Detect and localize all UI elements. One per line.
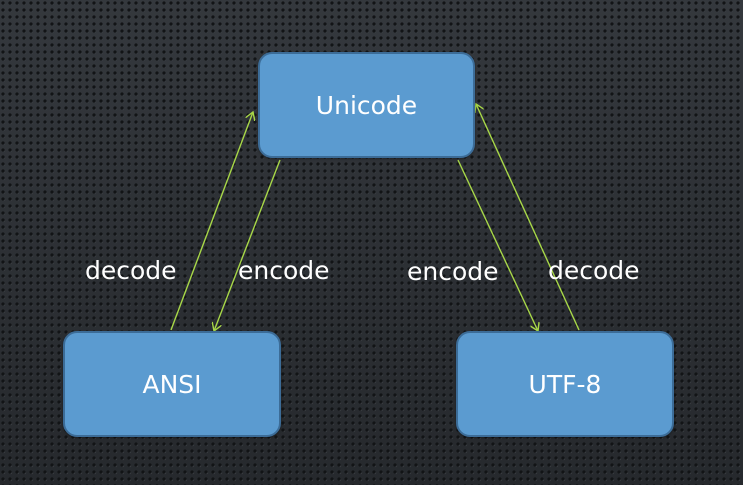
edge-label-utf8-decode: decode <box>548 256 640 285</box>
node-utf8: UTF-8 <box>456 331 674 437</box>
arrow-ansi-to-unicode-decode <box>170 112 253 331</box>
edge-label-ansi-decode: decode <box>85 256 177 285</box>
arrow-utf8-to-unicode-decode <box>476 104 580 331</box>
node-utf8-label: UTF-8 <box>528 369 602 399</box>
arrow-unicode-to-utf8-encode <box>457 159 538 331</box>
node-ansi-label: ANSI <box>142 369 202 399</box>
node-unicode: Unicode <box>258 52 475 158</box>
edge-label-ansi-encode: encode <box>238 256 330 285</box>
edge-label-utf8-encode: encode <box>407 257 499 286</box>
node-ansi: ANSI <box>63 331 281 437</box>
node-unicode-label: Unicode <box>315 90 418 120</box>
arrow-unicode-to-ansi-encode <box>214 159 281 331</box>
